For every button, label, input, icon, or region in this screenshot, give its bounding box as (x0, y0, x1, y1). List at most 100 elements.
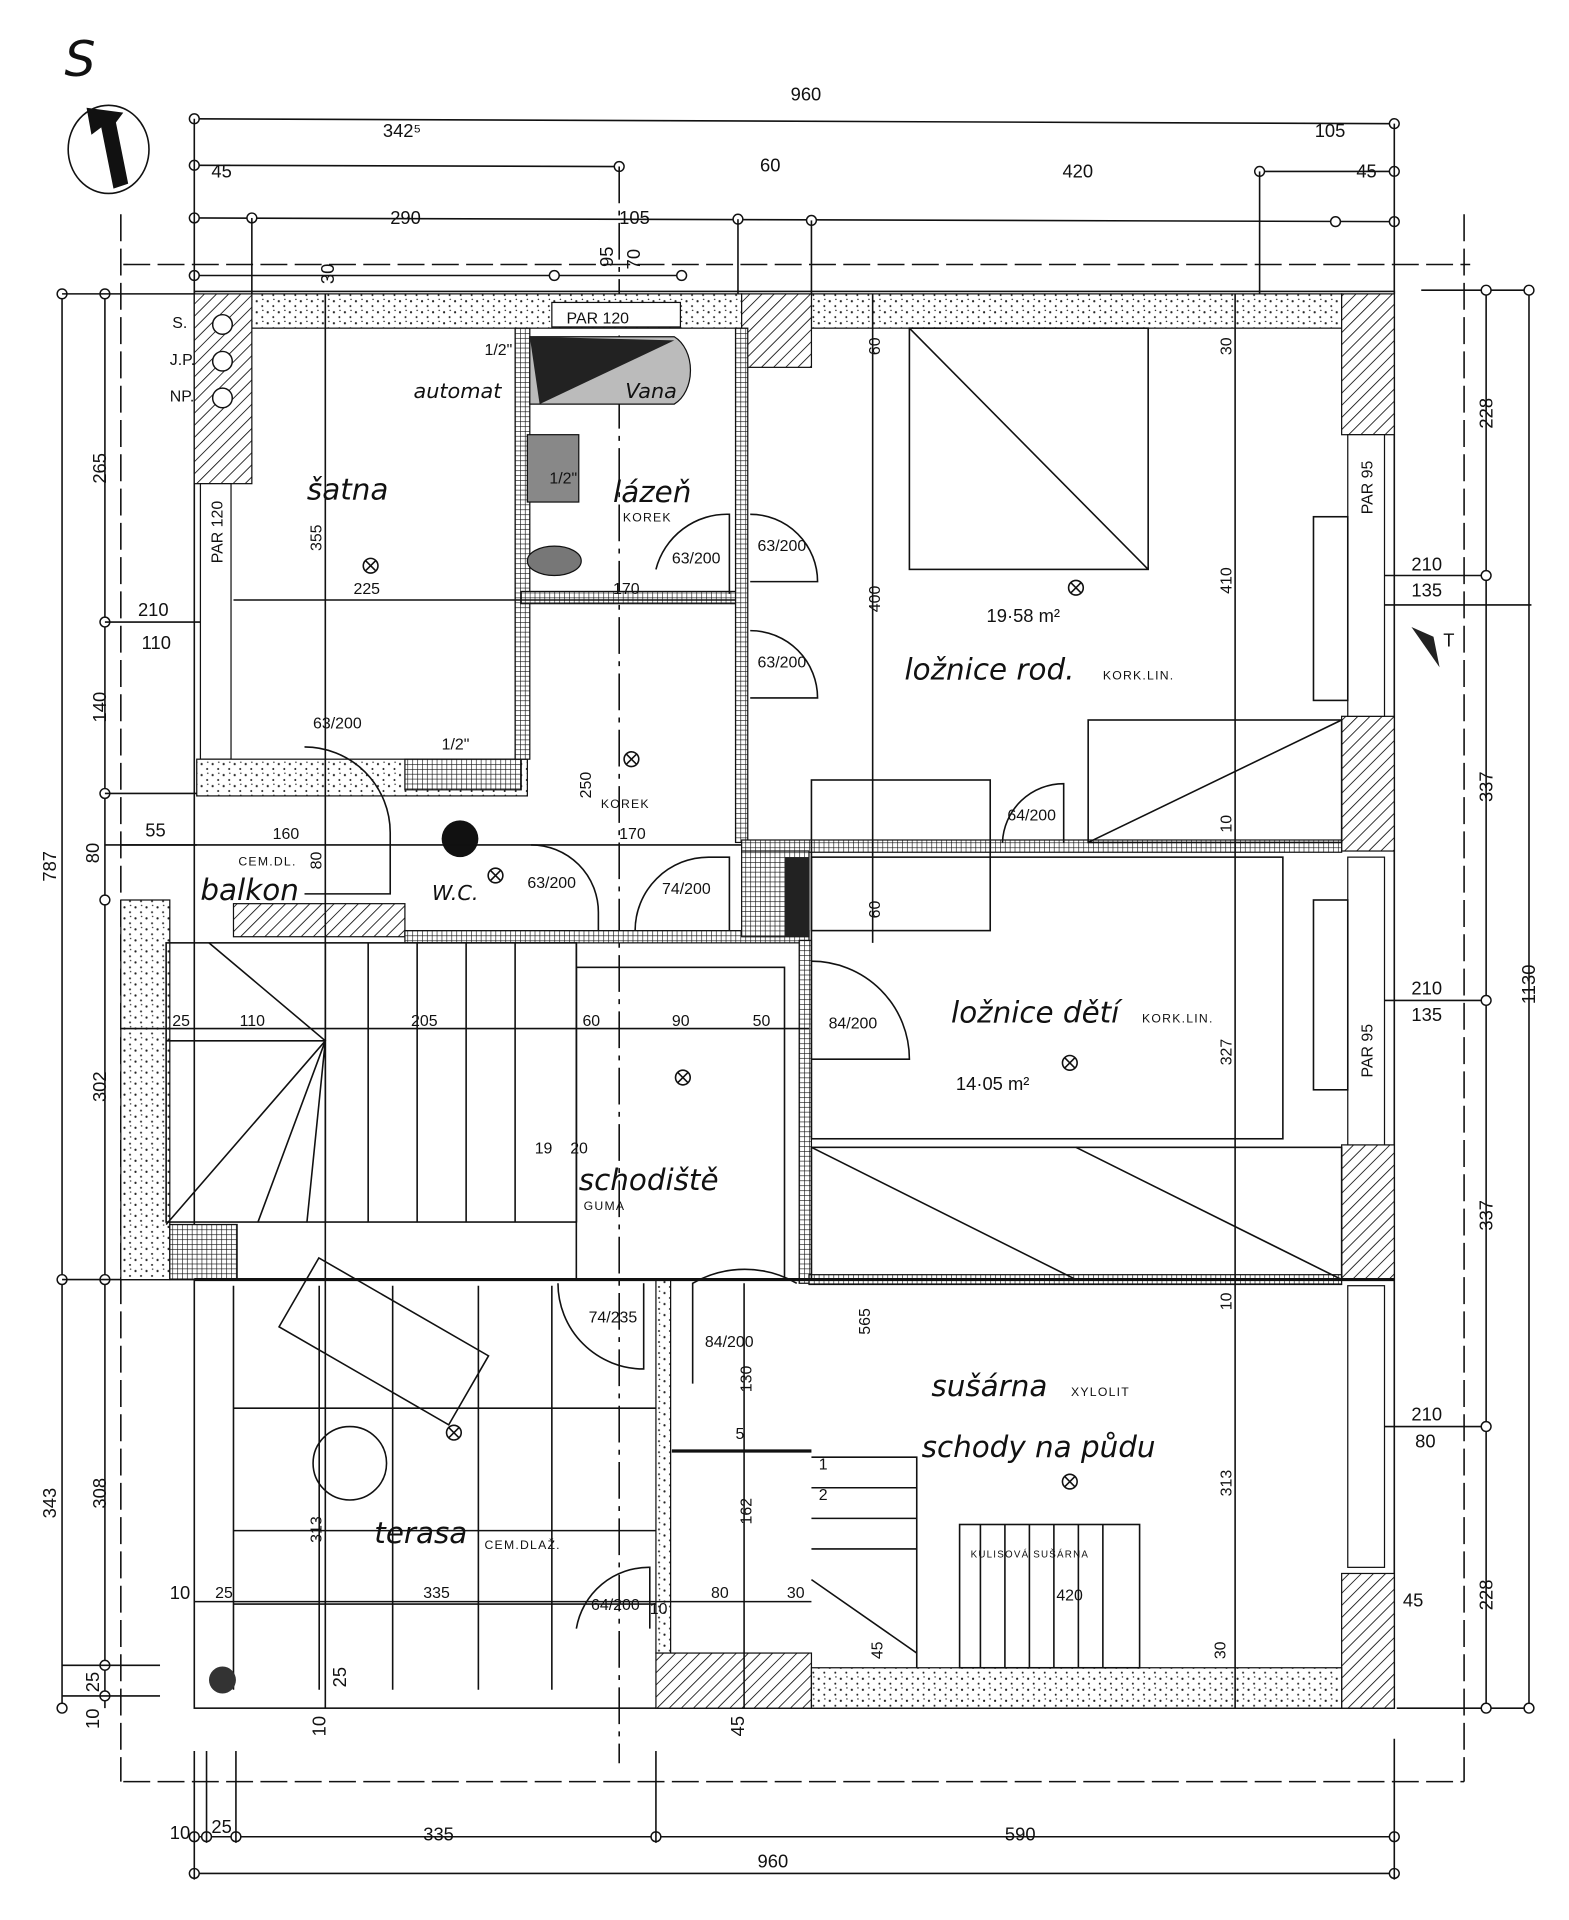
interior-dim-label: 1 (819, 1456, 828, 1473)
door-label: 64/200 (1007, 807, 1056, 824)
dim-label: 135 (1411, 1004, 1442, 1025)
dim-label: 290 (390, 207, 421, 228)
room-name-balkon: balkon (200, 873, 298, 907)
dim-label: 10 (170, 1822, 190, 1843)
interior-dim-label: 2 (819, 1487, 828, 1504)
dim-label: 337 (1475, 771, 1496, 802)
dim-label: 105 (619, 207, 650, 228)
north-arrow-icon: S (65, 31, 150, 195)
flue-label: S. (172, 315, 187, 332)
interior-dim-label: 400 (867, 586, 884, 613)
flue-label: J.P. (170, 352, 195, 369)
door-label: 74/200 (662, 881, 711, 898)
floor-material: KOREK (601, 797, 650, 811)
interior-dim-label: 410 (1218, 567, 1235, 594)
dim-label: 45 (211, 161, 231, 182)
door-label: 63/200 (758, 538, 807, 555)
room-subtitle: schody na půdu (922, 1430, 1156, 1464)
interior-dim-label: 313 (1218, 1470, 1235, 1497)
bathtub-icon (526, 336, 692, 577)
room-name-satna: šatna (307, 473, 388, 507)
window-top (551, 301, 682, 328)
floor-material: KOREK (623, 511, 672, 525)
interior-dim-label: 10 (1218, 1292, 1235, 1310)
section-marker-icon: T (1411, 626, 1454, 668)
dim-label: 228 (1475, 1580, 1496, 1611)
room-name-wc: W.C. (432, 881, 479, 905)
interior-dim-label: 420 (1056, 1587, 1083, 1604)
interior-dim-label: 25 (215, 1585, 233, 1602)
door-swings (304, 513, 1065, 1629)
interior-dim-label: 5 (736, 1426, 745, 1443)
dim-label: 265 (89, 453, 110, 484)
interior-dim-label: 355 (309, 524, 326, 551)
interior-dim-label: 160 (273, 826, 300, 843)
room-name-terasa: terasa (374, 1516, 467, 1550)
dim-label: 105 (1315, 120, 1346, 141)
pipe-label: 1/2" (485, 342, 513, 359)
dim-label: 10 (170, 1582, 190, 1603)
pipe-label: 1/2" (442, 736, 470, 753)
dim-label: 10 (82, 1709, 103, 1729)
dim-label: 25 (211, 1816, 231, 1837)
dim-label: 55 (145, 819, 165, 840)
dim-label: 25 (329, 1667, 350, 1687)
dim-label: 25 (82, 1672, 103, 1692)
dim-label: 420 (1062, 161, 1093, 182)
ceiling-light-icons (362, 557, 1085, 1490)
dimension-lines-top (123, 113, 1471, 1764)
dim-total-height: 1130 (1518, 965, 1539, 1004)
interior-dim-label: 60 (867, 337, 884, 355)
floor-material: CEM.DLAŽ. (485, 1537, 561, 1552)
dim-total-height: 787 (39, 851, 60, 882)
dim-label: 228 (1475, 398, 1496, 429)
walls (120, 290, 1396, 1709)
dim-label: 70 (623, 249, 644, 269)
floor-material: CEM.DL. (238, 855, 296, 869)
dim-label: 10 (308, 1716, 329, 1736)
dimension-lines-right (1347, 214, 1535, 1782)
dim-label: 210 (1411, 554, 1442, 575)
interior-dim-label: 110 (240, 1013, 266, 1030)
interior-dimension-lines (120, 293, 1236, 1709)
dim-label: 80 (82, 843, 103, 863)
dim-label: 210 (138, 599, 169, 620)
interior-dim-label: 170 (613, 581, 640, 598)
dimension-lines-bottom (123, 1738, 1465, 1880)
north-marker-label: S (65, 31, 96, 88)
door-label: 63/200 (758, 654, 807, 671)
interior-dim-label: 20 (570, 1140, 588, 1157)
window-label: PAR 95 (1359, 1024, 1376, 1078)
room-name-lazen: lázeň (613, 475, 691, 509)
dim-total-width: 960 (791, 83, 822, 104)
fixture-label: automat (413, 379, 502, 403)
interior-dim-label: 60 (867, 901, 884, 919)
dim-label: 95 (596, 247, 617, 267)
flue-label: NP. (170, 389, 194, 406)
fixture-label: Vana (625, 379, 677, 403)
dim-label: 45 (727, 1716, 748, 1736)
room-name-loznice-rod: ložnice rod. (905, 653, 1075, 687)
door-label: 63/200 (527, 875, 576, 892)
dim-label: 343 (39, 1488, 60, 1519)
door-label: 63/200 (313, 716, 362, 733)
interior-dim-label: 130 (738, 1366, 755, 1393)
interior-dim-label: 327 (1218, 1039, 1235, 1066)
interior-dim-label: 60 (582, 1013, 600, 1030)
interior-dim-label: 45 (869, 1641, 886, 1659)
door-label: 63/200 (672, 550, 721, 567)
room-name-susarna: sušárna (931, 1369, 1047, 1403)
dim-label: 45 (1356, 161, 1376, 182)
dim-label: 342⁵ (383, 120, 421, 141)
room-area: 14·05 m² (956, 1073, 1029, 1094)
chimney-flues (211, 313, 233, 409)
interior-dim-label: 10 (1218, 815, 1235, 833)
pipe-label: 1/2" (549, 471, 577, 488)
dim-label: 302 (89, 1071, 110, 1102)
interior-dim-label: 30 (1218, 337, 1235, 355)
interior-dim-label: 335 (423, 1585, 450, 1602)
dim-label: 210 (1411, 1403, 1442, 1424)
door-label: 84/200 (705, 1334, 754, 1351)
